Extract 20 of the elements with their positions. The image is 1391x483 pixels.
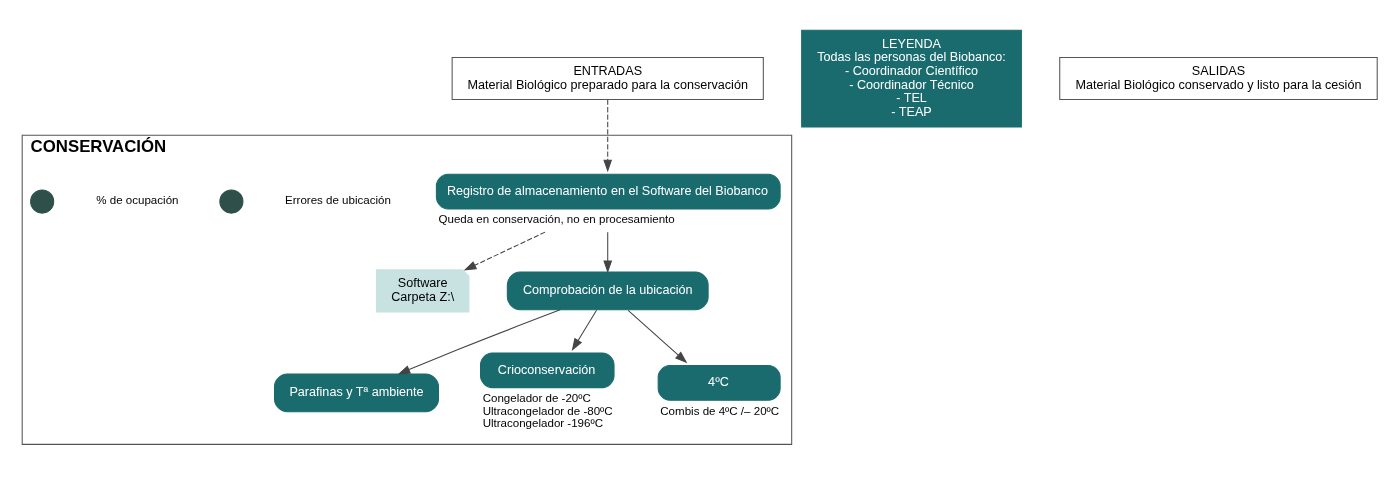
node-label: Combis de 4ºC /– 20ºC	[660, 404, 780, 417]
node-label: Ultracongelador de -80ºC	[482, 404, 613, 417]
node-label: Queda en conservación, no en procesamiento	[438, 213, 675, 226]
arrow	[603, 231, 613, 274]
node-box: LEYENDA Todas las personas del Biobanco: - Coordinador Científico - Coordinador Técnico - TEL - TEAP	[801, 29, 1022, 128]
node-label: % de ocupación	[96, 194, 179, 207]
arrow	[571, 309, 598, 351]
node-label: Congelador de -20ºC	[482, 392, 591, 405]
node-box: SALIDAS Material Biológico conservado y listo para la cesión	[1059, 57, 1378, 101]
arrow	[397, 309, 561, 375]
arrow	[463, 231, 546, 271]
node-box: Comprobación de la ubicación	[506, 271, 709, 311]
arrow	[627, 309, 688, 364]
node-circle	[30, 189, 55, 214]
node-box: ENTRADAS Material Biológico preparado para la conservación	[451, 57, 764, 101]
node-label: Ultracongelador -196ºC	[482, 417, 604, 430]
node-circle	[219, 189, 244, 214]
node-label: Errores de ubicación	[285, 194, 391, 207]
arrow	[603, 99, 613, 173]
node-box: Parafinas y Tª ambiente	[273, 373, 439, 413]
